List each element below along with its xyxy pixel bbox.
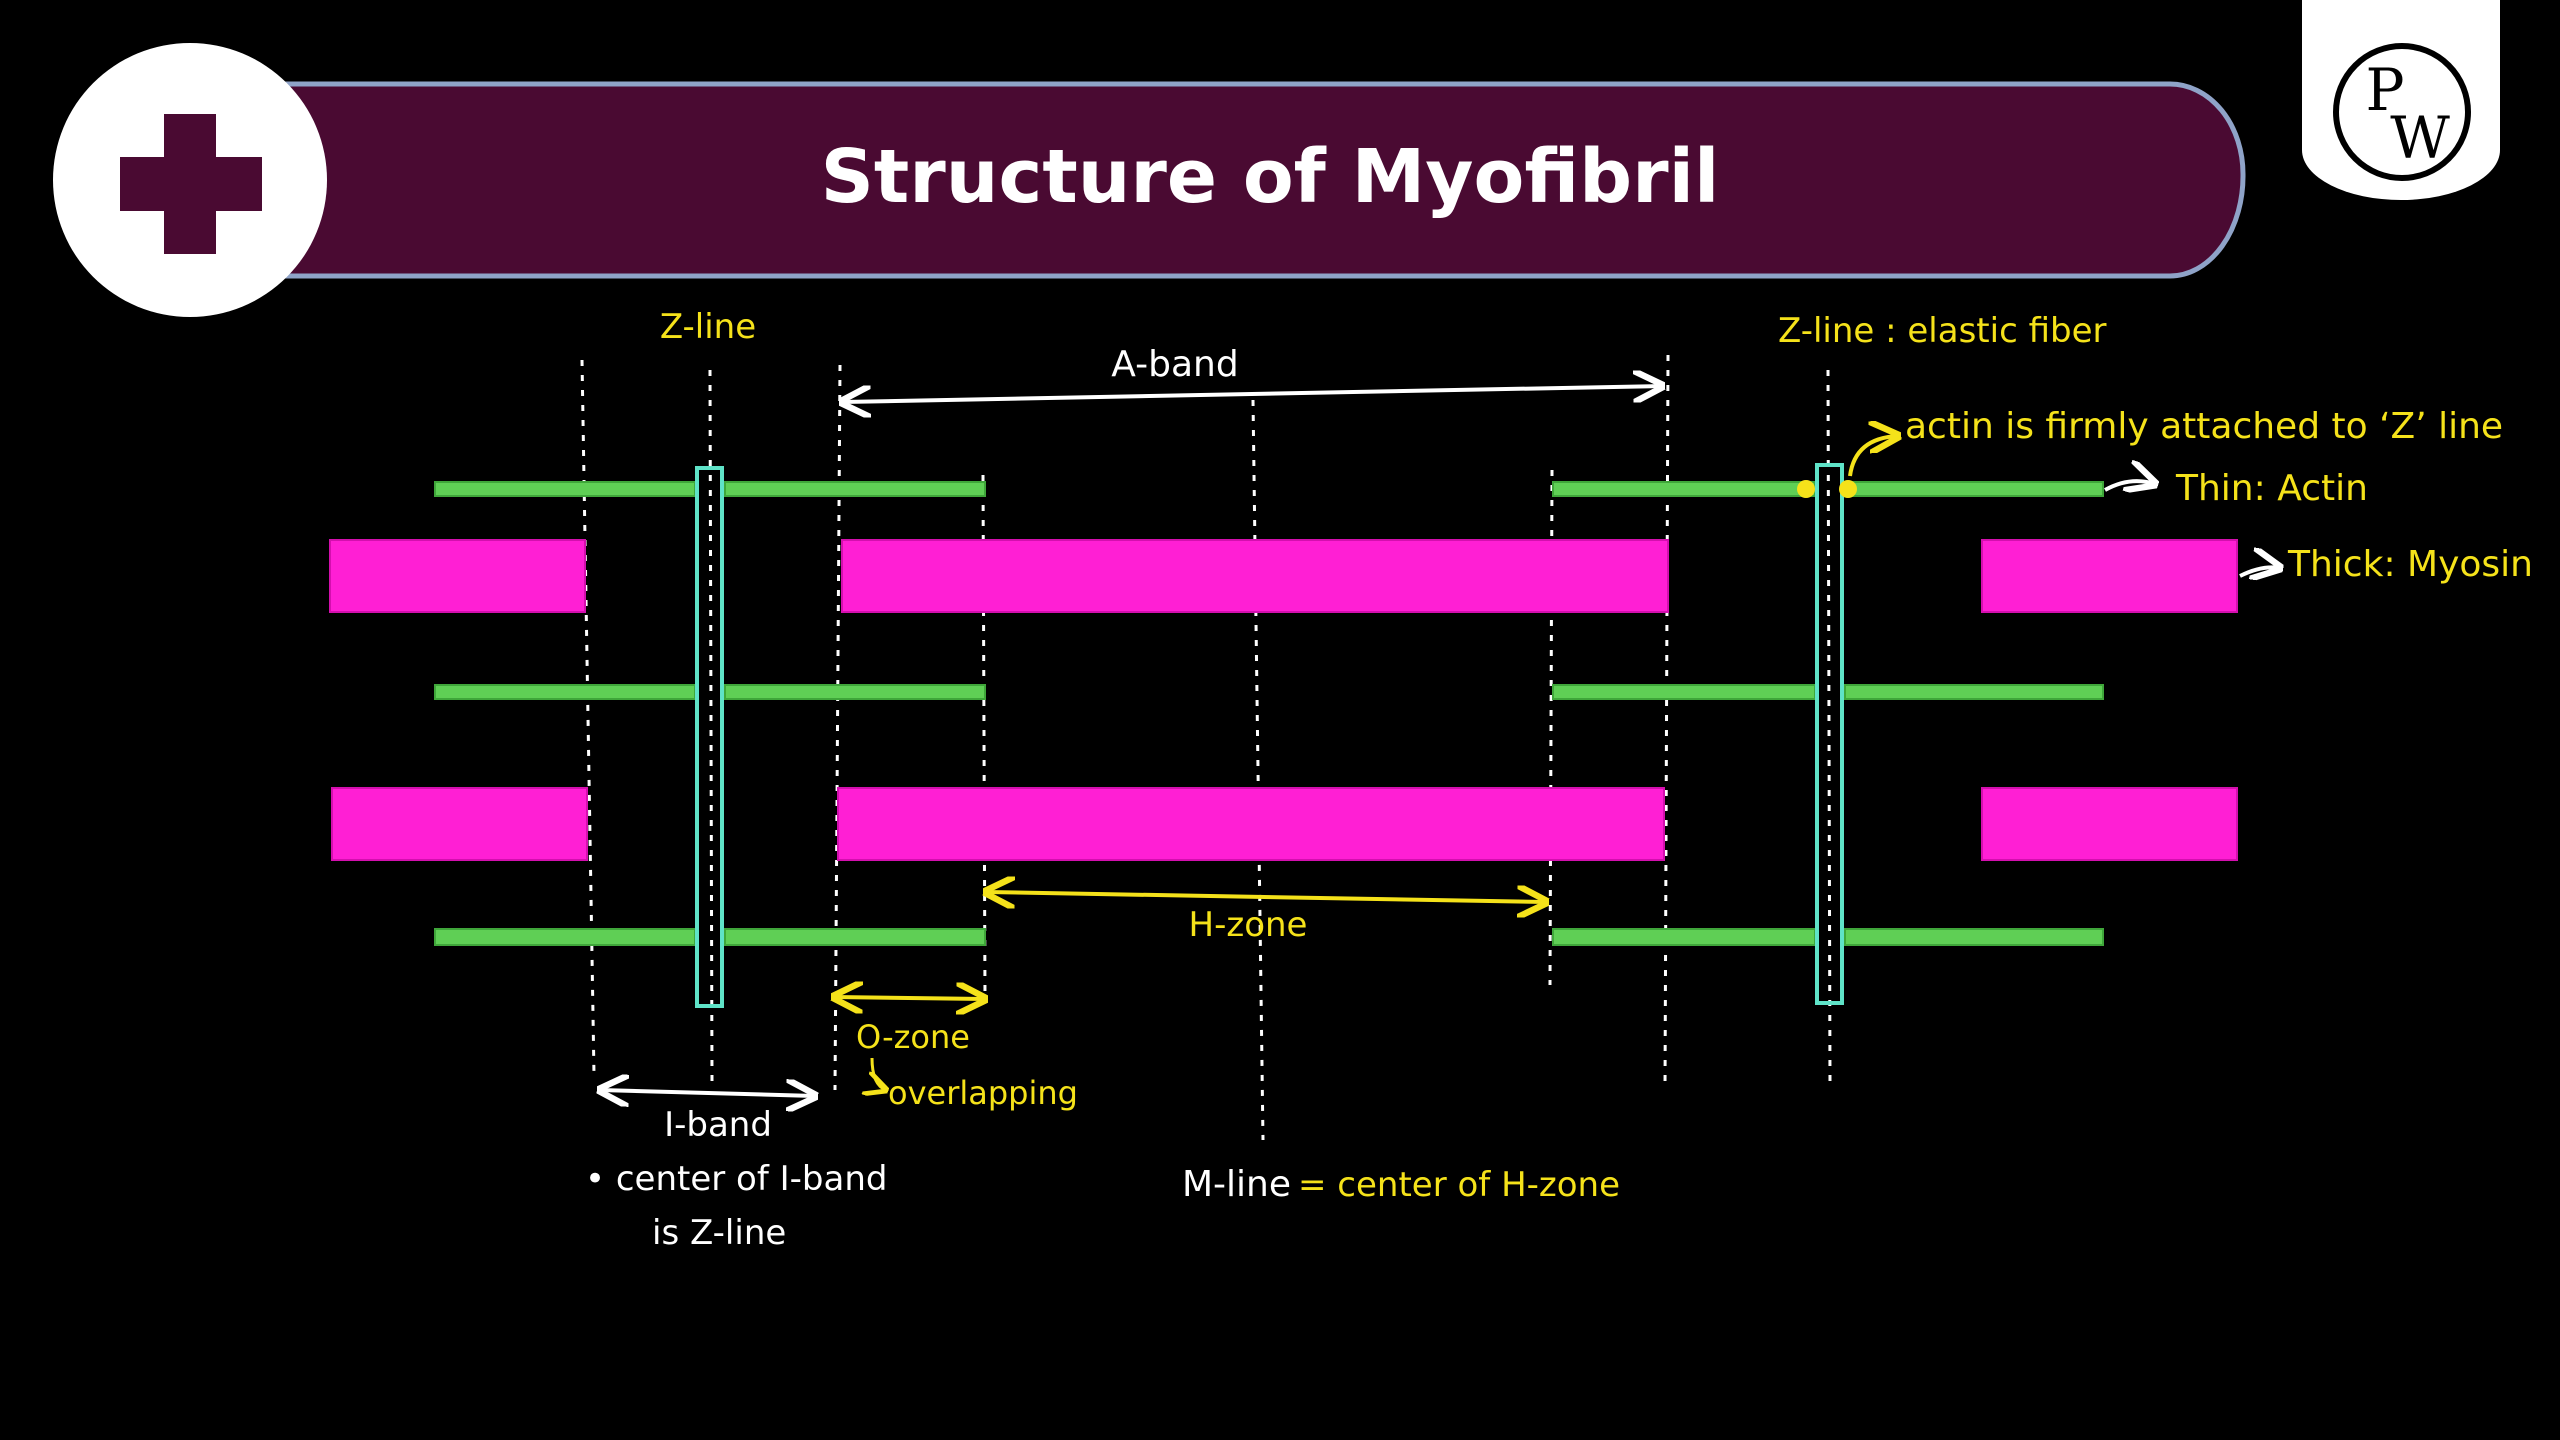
- actin-filament: [724, 481, 986, 497]
- myosin-filaments: [329, 539, 2238, 861]
- thick-arrow: [2239, 567, 2280, 576]
- myosin-filament: [329, 539, 586, 613]
- logo-letter-p: P: [2365, 56, 2404, 124]
- actin-filament: [1552, 481, 1816, 497]
- myosin-filament: [841, 539, 1669, 613]
- actin-filament: [434, 684, 696, 700]
- myosin-filament: [331, 787, 588, 861]
- guide-m-line: [1251, 399, 1265, 1141]
- guide-h-zone-right: [1548, 469, 1554, 986]
- actin-filaments: [434, 481, 2104, 946]
- h-zone-label: H-zone: [1189, 905, 1308, 945]
- z-line-box-left: [695, 466, 724, 1008]
- actin-filament: [724, 684, 986, 700]
- i-band-note-line1: • center of I-band: [585, 1159, 887, 1199]
- i-band-label: I-band: [664, 1105, 772, 1145]
- thick-label: Thick: Myosin: [2287, 544, 2533, 585]
- z-line-label-right: Z-line : elastic fiber: [1778, 311, 2107, 351]
- myosin-filament: [1981, 787, 2238, 861]
- actin-filament: [1844, 481, 2104, 497]
- actin-filament: [724, 928, 986, 946]
- banner-shape: [247, 81, 2246, 279]
- guide-z-line-left: [708, 369, 714, 1086]
- actin-attached-label: actin is firmly attached to ‘Z’ line: [1905, 406, 2503, 447]
- actin-attached-arrow: [1848, 436, 1898, 477]
- attachment-dot: [1839, 480, 1857, 498]
- thin-arrow: [2104, 481, 2155, 490]
- z-line-box-right: [1815, 463, 1844, 1005]
- z-line-label-left: Z-line: [660, 307, 756, 347]
- guide-lines: [580, 354, 1832, 1141]
- guide-i-band-left: [580, 359, 596, 1076]
- a-band-label: A-band: [1111, 344, 1238, 385]
- o-zone-arrow: [834, 997, 985, 999]
- logo-letter-w: W: [2390, 104, 2450, 172]
- title-banner: Structure of Myofibril: [247, 81, 2246, 279]
- attachment-dot: [1797, 480, 1815, 498]
- h-zone-arrow: [986, 892, 1546, 902]
- actin-filament: [1844, 684, 2104, 700]
- thin-label: Thin: Actin: [2175, 468, 2368, 509]
- m-line-definition: = center of H-zone: [1298, 1165, 1620, 1205]
- overlapping-label: overlapping: [888, 1074, 1078, 1112]
- plus-icon: [53, 43, 327, 317]
- page-title: Structure of Myofibril: [821, 134, 1720, 220]
- i-band-note-line2: is Z-line: [652, 1213, 786, 1253]
- m-line-label: M-line: [1182, 1164, 1291, 1205]
- guide-a-band-right: [1663, 354, 1670, 1091]
- o-zone-label: O-zone: [856, 1018, 970, 1056]
- actin-filament: [434, 481, 696, 497]
- overlapping-arrow: [872, 1057, 886, 1090]
- guide-z-line-right: [1826, 369, 1832, 1086]
- actin-filament: [434, 928, 696, 946]
- guide-a-band-left: [833, 364, 842, 1091]
- actin-filament: [1552, 928, 1816, 946]
- actin-filament: [1844, 928, 2104, 946]
- a-band-arrow: [842, 386, 1662, 402]
- myosin-filament: [1981, 539, 2238, 613]
- pw-logo: P W: [2302, 0, 2500, 200]
- actin-filament: [1552, 684, 1816, 700]
- i-band-arrow: [600, 1090, 815, 1096]
- myosin-filament: [837, 787, 1665, 861]
